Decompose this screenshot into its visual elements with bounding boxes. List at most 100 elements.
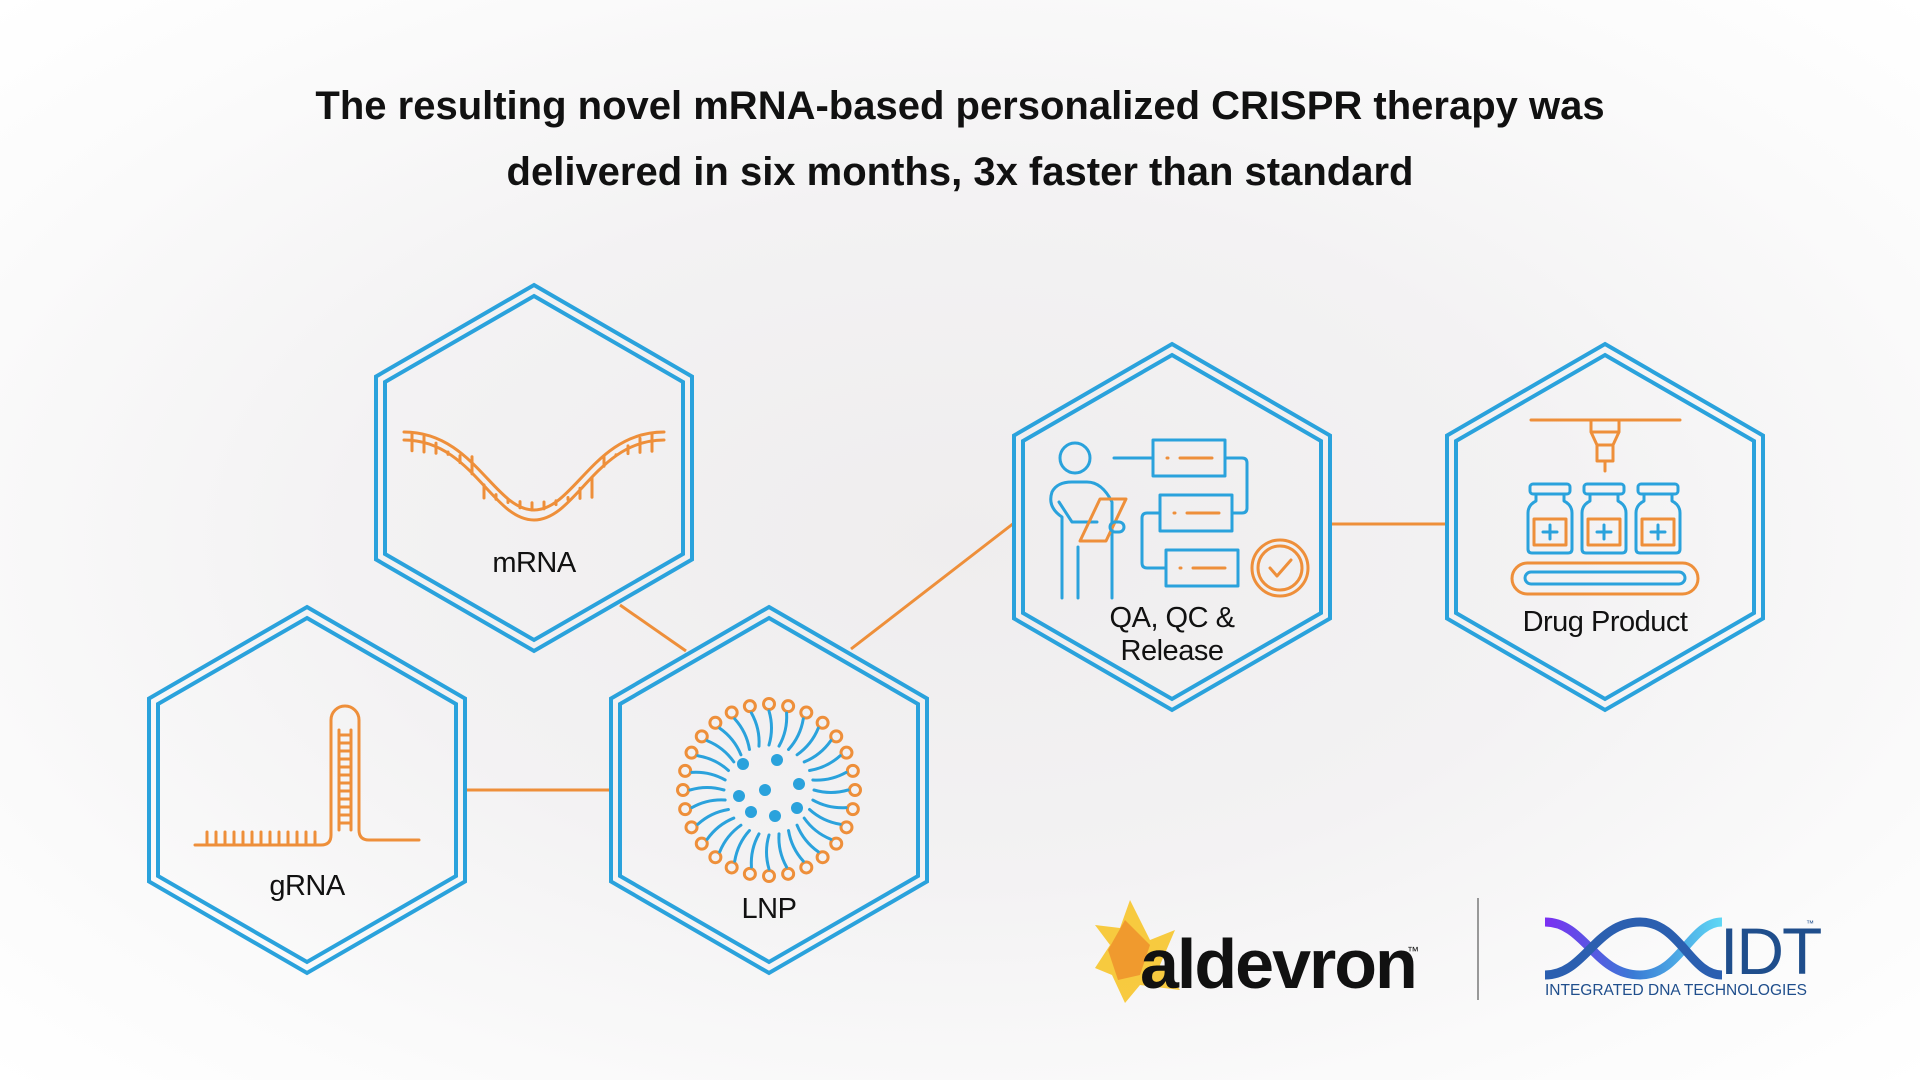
lipid-head	[799, 860, 814, 875]
vial-label	[1532, 517, 1568, 547]
lipid-head	[694, 729, 709, 744]
lipid-head	[708, 850, 723, 865]
lipid-head	[676, 783, 690, 797]
idt-tm: ™	[1806, 919, 1814, 928]
lipid-tail	[749, 832, 761, 869]
cargo-dot	[769, 810, 781, 822]
node-mrna: mRNA	[374, 283, 694, 653]
lipid-head	[839, 745, 854, 760]
lipid-tail	[777, 832, 789, 869]
lipid-head	[678, 802, 693, 817]
lipid-tail	[812, 788, 850, 794]
cargo-dot	[791, 802, 803, 814]
lipid-head	[848, 783, 862, 797]
qa-label-line-2: Release	[1121, 635, 1224, 667]
lipid-tail	[705, 739, 736, 764]
lipid-tail	[749, 711, 761, 748]
lnp-label: LNP	[742, 893, 797, 925]
lipid-tail	[787, 829, 805, 863]
cargo-dot	[759, 784, 771, 796]
lipid-tail	[808, 754, 842, 772]
lipid-tail	[690, 798, 727, 810]
vial-label	[1640, 517, 1676, 547]
lipid-head	[684, 820, 699, 835]
lipid-head	[781, 866, 796, 881]
lipid-head	[845, 763, 860, 778]
idt-wordmark: IDT	[1720, 914, 1821, 988]
title-line-2: delivered in six months, 3x faster than …	[506, 150, 1414, 194]
drug-product-label: Drug Product	[1523, 606, 1688, 638]
plus-icon	[1541, 523, 1559, 541]
lipid-head	[678, 763, 693, 778]
lipid-head	[762, 697, 776, 711]
plus-icon	[1649, 523, 1667, 541]
mrna-icon	[402, 430, 666, 522]
lipid-head	[694, 836, 709, 851]
qa-person-icon	[1049, 441, 1128, 600]
connector-mrna-lnp	[619, 603, 687, 653]
lipid-head	[839, 820, 854, 835]
lipid-tail	[802, 739, 833, 764]
vials-icon	[1526, 482, 1682, 555]
vial-cap	[1582, 482, 1626, 496]
qa-label-line-1: QA, QC &	[1110, 602, 1235, 634]
vial-cap	[1528, 482, 1572, 496]
lipid-tail	[688, 786, 726, 792]
cargo-dot	[793, 778, 805, 790]
lipid-head	[724, 860, 739, 875]
conveyor-icon	[1510, 561, 1700, 596]
lipid-head	[781, 699, 796, 714]
vial-label	[1586, 517, 1622, 547]
vial-body	[1580, 492, 1628, 555]
lipid-head	[845, 802, 860, 817]
aldevron-logo: aldevron ™	[1095, 900, 1419, 1003]
lnp-icon	[676, 697, 862, 883]
qa-flowchart-icon	[1112, 438, 1249, 588]
mrna-label: mRNA	[492, 547, 577, 579]
plus-icon	[1595, 523, 1613, 541]
filling-machine-icon	[1529, 418, 1682, 473]
connector-lnp-qa	[850, 521, 1015, 651]
lipid-tail	[795, 726, 820, 757]
cargo-dot	[745, 806, 757, 818]
node-qa-qc-release: QA, QC & Release	[1012, 342, 1332, 712]
idt-tagline: INTEGRATED DNA TECHNOLOGIES	[1545, 982, 1807, 999]
lipid-tail	[777, 711, 789, 748]
lipid-tail	[802, 816, 833, 841]
lipid-tail	[705, 816, 736, 841]
lipid-tail	[690, 770, 727, 782]
lipid-tail	[765, 833, 771, 871]
title-line-1: The resulting novel mRNA-based personali…	[315, 84, 1605, 128]
lipid-head	[684, 745, 699, 760]
lipid-tail	[811, 798, 848, 810]
node-drug-product: Drug Product	[1445, 342, 1765, 712]
lipid-head	[742, 699, 757, 714]
lipid-tail	[718, 823, 743, 854]
lipid-head	[829, 836, 844, 851]
cargo-dot	[733, 790, 745, 802]
lipid-tail	[795, 823, 820, 854]
lipid-tail	[696, 754, 730, 772]
lipid-tail	[808, 808, 842, 826]
lipid-head	[708, 715, 723, 730]
lipid-head	[815, 850, 830, 865]
aldevron-wordmark: aldevron	[1140, 925, 1416, 1003]
grna-label: gRNA	[269, 870, 346, 902]
lipid-head	[799, 705, 814, 720]
lipid-tail	[767, 709, 773, 747]
vial-cap	[1636, 482, 1680, 496]
lipid-head	[762, 869, 776, 883]
lipid-tail	[811, 770, 848, 782]
lipid-head	[829, 729, 844, 744]
grna-icon	[193, 704, 421, 847]
lipid-head	[742, 866, 757, 881]
lipid-tail	[696, 808, 730, 826]
cargo-dot	[771, 754, 783, 766]
lipid-tail	[787, 717, 805, 751]
idt-logo: IDT ™ INTEGRATED DNA TECHNOLOGIES	[1544, 914, 1823, 999]
approved-check-icon	[1250, 538, 1310, 598]
node-grna: gRNA	[147, 605, 467, 975]
node-lnp: LNP	[609, 605, 929, 975]
lipid-tail	[733, 717, 751, 751]
